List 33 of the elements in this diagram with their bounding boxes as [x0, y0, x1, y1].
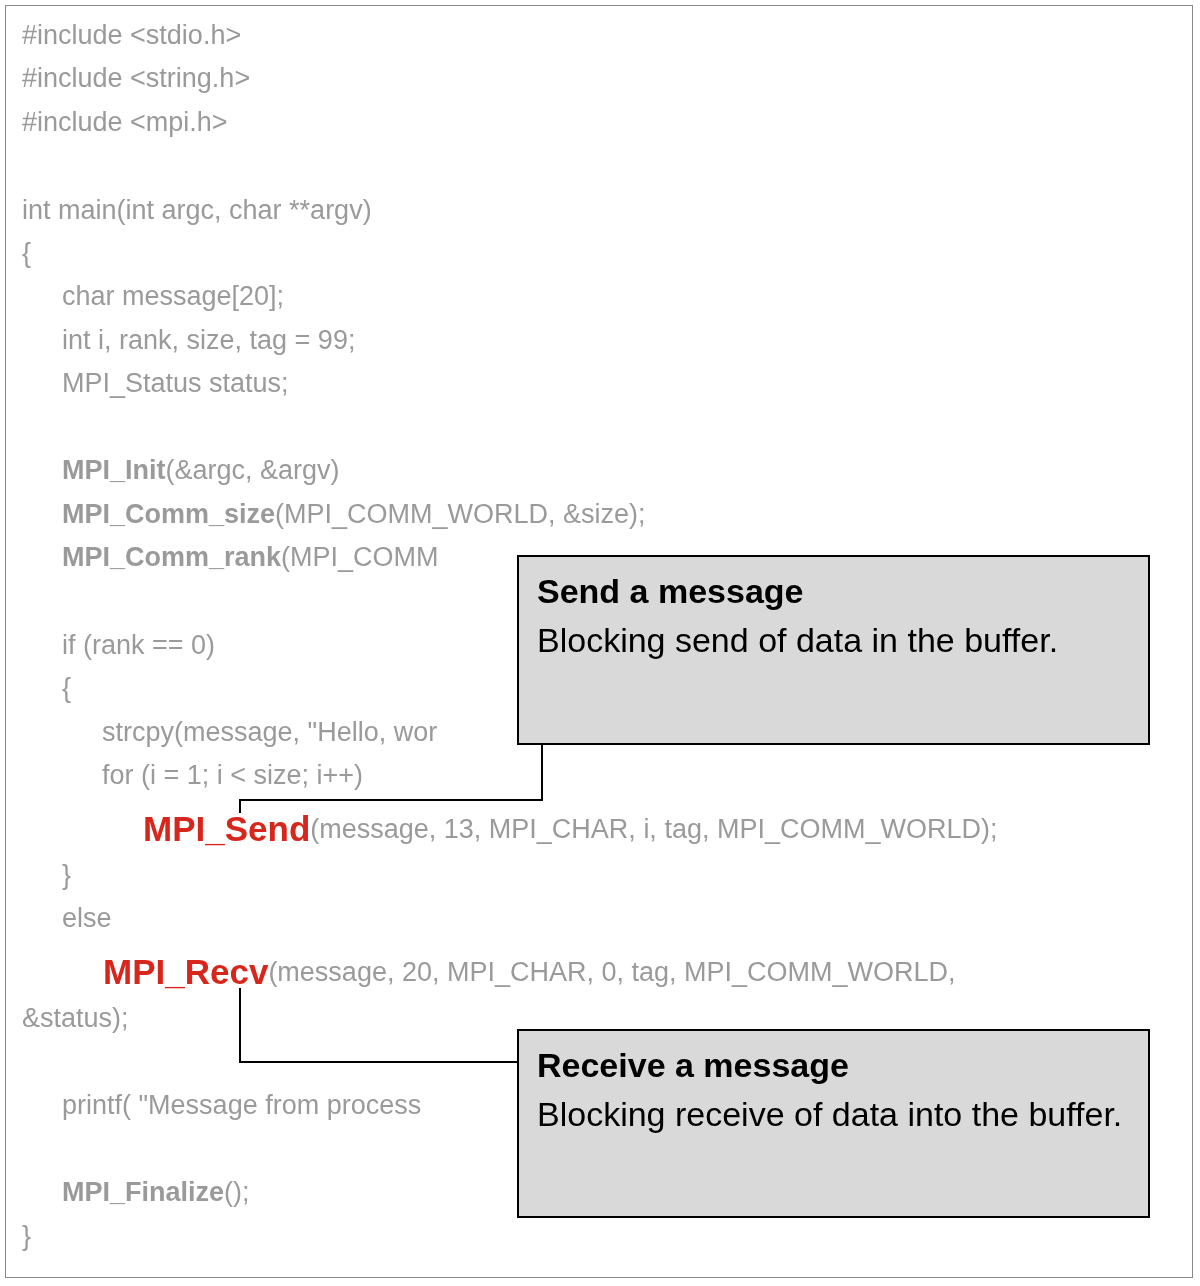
code-line: MPI_Comm_rank(MPI_COMM	[62, 541, 439, 574]
code-line: #include <string.h>	[22, 62, 251, 95]
code-line: int i, rank, size, tag = 99;	[62, 324, 356, 357]
code-line: if (rank == 0)	[62, 629, 216, 662]
code-line: (message, 13, MPI_CHAR, i, tag, MPI_COMM_WORLD);	[310, 813, 998, 846]
code-line: MPI_Finalize();	[62, 1176, 250, 1209]
code-line: for (i = 1; i < size; i++)	[102, 759, 364, 792]
code-line: {	[22, 237, 32, 270]
code-line: MPI_Comm_size(MPI_COMM_WORLD, &size);	[62, 498, 646, 531]
code-line: MPI_Init(&argc, &argv)	[62, 454, 340, 487]
code-line: {	[62, 672, 72, 705]
function-name: MPI_Recv	[103, 952, 269, 992]
code-line: else	[62, 902, 112, 935]
code-line: }	[62, 859, 72, 892]
code-line: printf( "Message from process	[62, 1089, 422, 1122]
code-line: MPI_Status status;	[62, 367, 289, 400]
callout-text: Blocking receive of data into the buffer.	[537, 1094, 1124, 1135]
leader-line	[239, 987, 518, 1063]
function-name: MPI_Send	[143, 809, 311, 849]
code-line: int main(int argc, char **argv)	[22, 194, 372, 227]
callout-text: Blocking send of data in the buffer.	[537, 620, 1060, 661]
callout-box	[517, 1029, 1150, 1218]
code-line: char message[20];	[62, 280, 285, 313]
code-line: &status);	[22, 1002, 129, 1035]
callout-box	[517, 555, 1150, 745]
code-line: }	[22, 1220, 32, 1253]
code-line: strcpy(message, "Hello, wor	[102, 716, 438, 749]
code-line: #include <mpi.h>	[22, 106, 228, 139]
code-line: (message, 20, MPI_CHAR, 0, tag, MPI_COMM_WORLD,	[268, 956, 956, 987]
code-line: #include <stdio.h>	[22, 19, 242, 52]
callout-heading: Send a message	[537, 571, 805, 612]
leader-line	[239, 744, 543, 814]
callout-heading: Receive a message	[537, 1045, 850, 1086]
